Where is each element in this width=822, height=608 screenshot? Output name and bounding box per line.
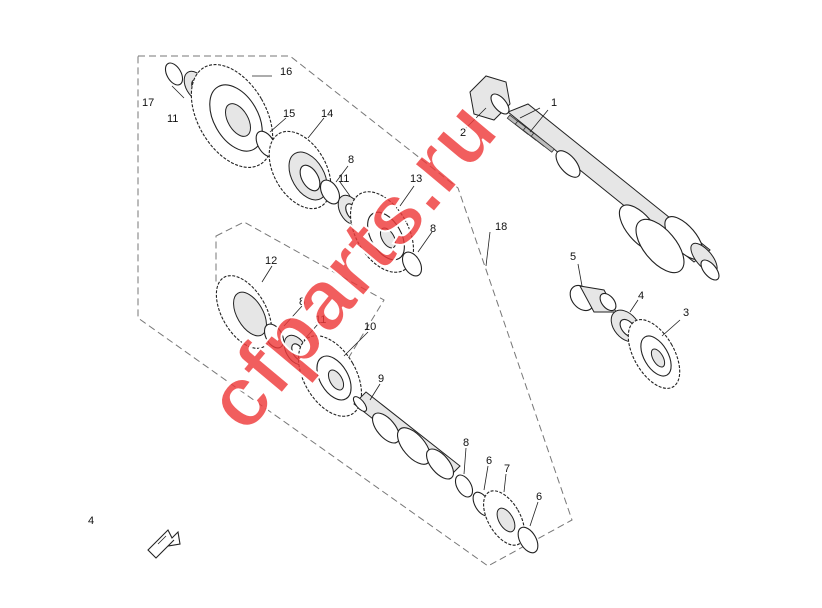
- circlip-6-b: [517, 526, 539, 554]
- callout-10: 10: [364, 321, 376, 333]
- callout-8-lower: 8: [299, 296, 305, 308]
- callout-17: 17: [142, 97, 154, 109]
- front-arrow-icon: [147, 529, 181, 559]
- callout-11-lower: 11: [315, 314, 326, 326]
- callout-3: 3: [683, 307, 689, 319]
- callout-12: 12: [265, 255, 277, 267]
- gear-10: [297, 335, 363, 417]
- lower-group-frame: [215, 221, 385, 389]
- washer-8-bottom: [454, 474, 474, 498]
- upper-group-frame: [137, 55, 573, 567]
- callout-6-lower: 6: [536, 491, 542, 503]
- main-shaft: [506, 103, 720, 281]
- callout-6-upper: 6: [486, 455, 492, 467]
- callout-16: 16: [280, 66, 292, 78]
- callout-5: 5: [570, 251, 576, 263]
- callout-8-top: 8: [348, 154, 354, 166]
- callout-7: 7: [504, 463, 510, 475]
- washer-17: [164, 62, 184, 86]
- gear-7: [483, 490, 525, 546]
- large-gear-16: [190, 64, 274, 168]
- callout-18: 18: [495, 221, 507, 233]
- countershaft-9: [352, 391, 461, 480]
- leader-lines: [171, 75, 681, 527]
- callout-15: 15: [283, 108, 295, 120]
- callout-11-top: 11: [167, 113, 178, 125]
- callout-13: 13: [410, 173, 422, 185]
- hex-nut: [469, 75, 511, 121]
- callout-14: 14: [321, 108, 333, 120]
- washer-8-top: [319, 179, 341, 205]
- callout-4: 4: [638, 290, 644, 302]
- bushing: [569, 284, 617, 313]
- washer-8-right: [401, 251, 423, 277]
- corner-mark: 4: [88, 515, 94, 527]
- washer-8-lower: [263, 323, 285, 349]
- callout-8-bottom: 8: [463, 437, 469, 449]
- clutch-gear-12: [215, 275, 273, 349]
- gear-13: [349, 191, 415, 273]
- callout-1: 1: [551, 97, 557, 109]
- callout-9: 9: [378, 373, 384, 385]
- gear-right: [627, 319, 681, 389]
- callout-11-mid: 11: [338, 173, 349, 185]
- callout-2: 2: [460, 127, 466, 139]
- callout-8-right: 8: [430, 223, 436, 235]
- gear-14: [268, 130, 332, 210]
- callout-labels: 1 2 3 4 5 6 6 7 8 8 8 8 9 10 11 11 11 12…: [142, 66, 689, 503]
